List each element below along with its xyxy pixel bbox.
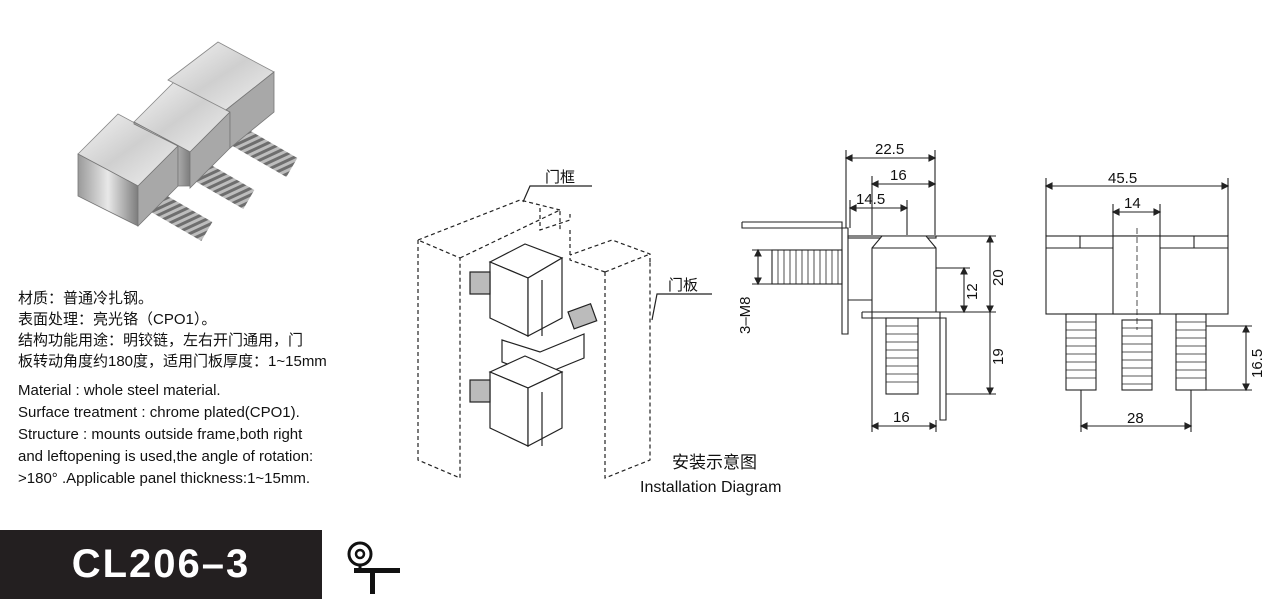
side-thread-label: 3–M8 xyxy=(737,296,754,334)
front-dim-16-5: 16.5 xyxy=(1249,349,1266,378)
side-dim-12: 12 xyxy=(964,283,981,300)
frame-label: 门框 xyxy=(545,169,575,186)
panel-label: 门板 xyxy=(668,276,698,294)
side-dim-19: 19 xyxy=(990,348,1007,365)
side-dim-14-5: 14.5 xyxy=(856,191,885,208)
side-dim-16-top: 16 xyxy=(890,167,907,184)
installation-title-cn: 安装示意图 xyxy=(672,453,757,472)
front-view xyxy=(1044,178,1252,432)
spec-material-cn: 材质：普通冷扎钢。 xyxy=(18,290,154,307)
side-dim-22-5: 22.5 xyxy=(875,141,904,158)
spec-thickness-en: >180° .Applicable panel thickness:1~15mm… xyxy=(18,470,311,487)
hinge-symbol-icon xyxy=(347,541,400,594)
spec-structure-en: Structure : mounts outside frame,both ri… xyxy=(18,426,303,443)
spec-surface-cn: 表面处理：亮光铬（CPO1）。 xyxy=(18,311,217,328)
installation-title-en: Installation Diagram xyxy=(640,479,781,496)
spec-rotation-cn: 板转动角度约180度，适用门板厚度：1~15mm xyxy=(18,353,327,370)
side-dim-20: 20 xyxy=(990,269,1007,286)
model-number-badge: CL206–3 xyxy=(0,530,322,599)
side-view xyxy=(741,150,996,432)
front-dim-28: 28 xyxy=(1127,410,1144,427)
side-dim-16-bottom: 16 xyxy=(893,409,910,426)
product-photo xyxy=(77,41,298,242)
installation-diagram xyxy=(417,185,712,479)
front-dim-14: 14 xyxy=(1124,195,1141,212)
spec-opening-en: and leftopening is used,the angle of rot… xyxy=(18,448,314,465)
spec-structure-cn: 结构功能用途：明铰链，左右开门通用，门 xyxy=(18,332,304,349)
model-number: CL206–3 xyxy=(71,542,251,586)
spec-material-en: Material : whole steel material. xyxy=(18,382,221,399)
spec-surface-en: Surface treatment : chrome plated(CPO1). xyxy=(18,404,300,421)
technical-drawings: 门框 门板 安装示意图 Installation Diagram xyxy=(417,141,1266,496)
front-dim-45-5: 45.5 xyxy=(1108,170,1137,187)
